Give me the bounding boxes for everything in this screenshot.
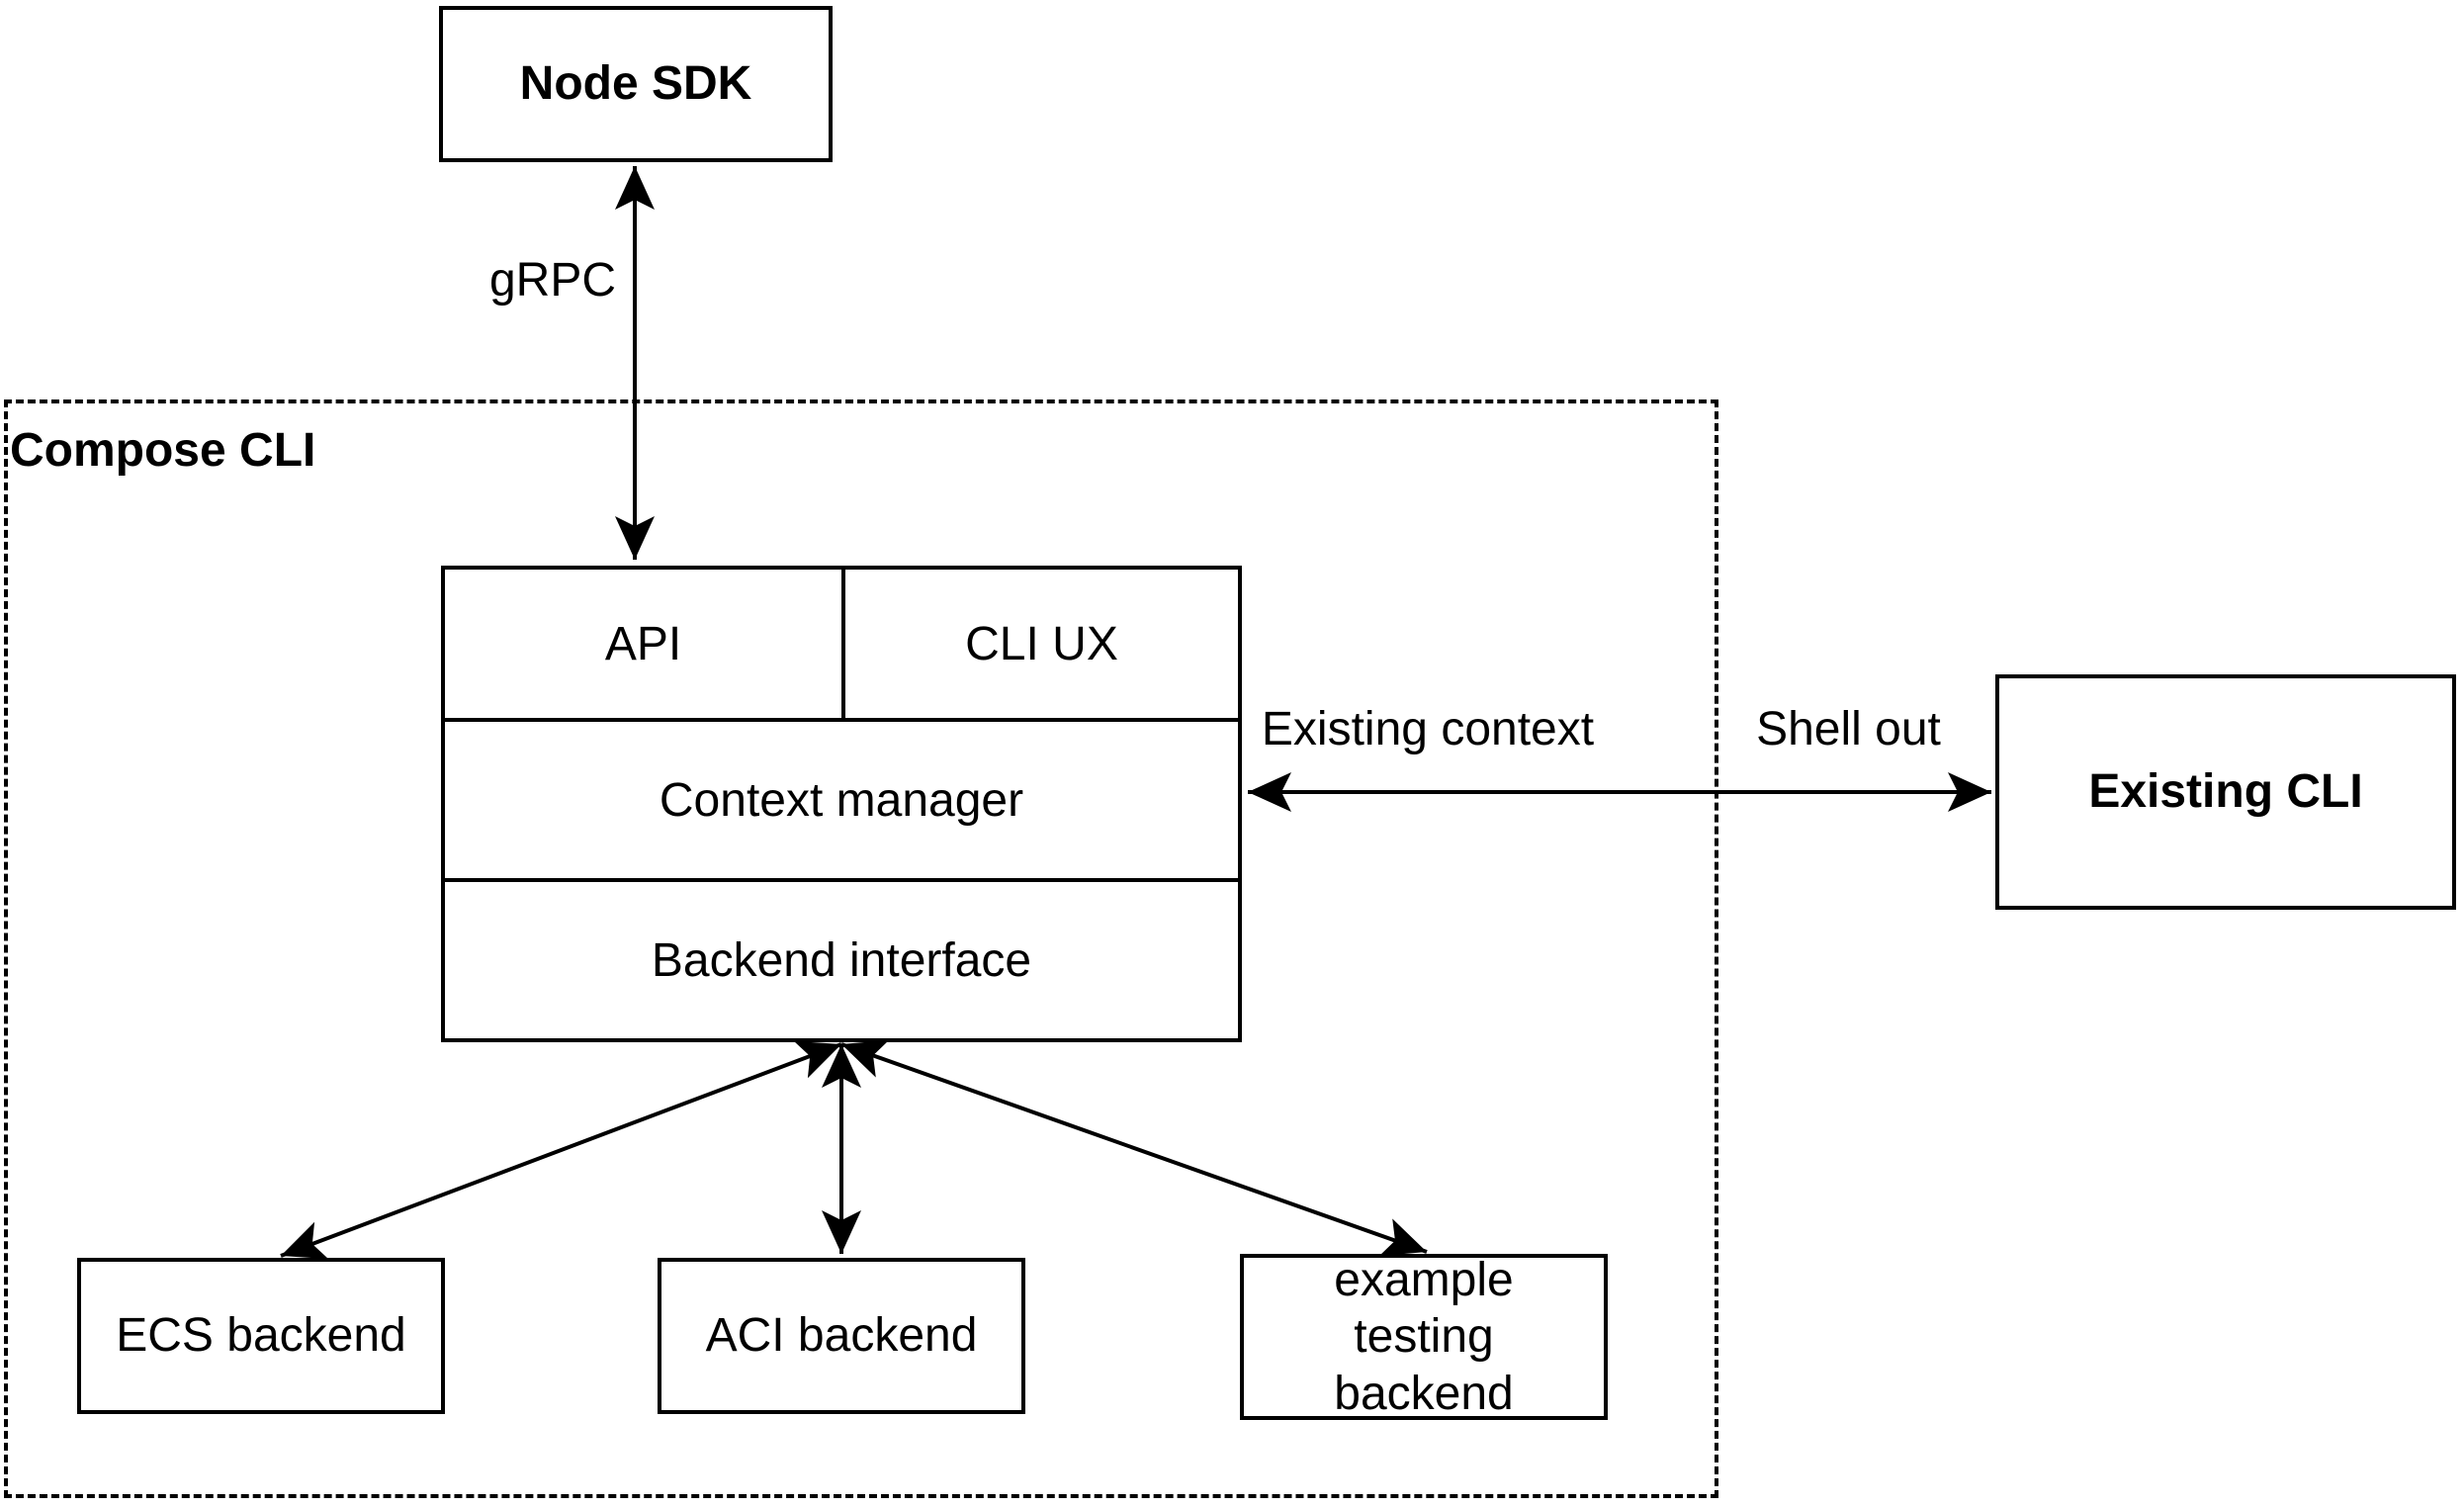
cli-ux-cell: CLI UX: [845, 570, 1238, 718]
node-sdk-label: Node SDK: [519, 57, 752, 111]
aci-backend-box: ACI backend: [658, 1258, 1025, 1414]
backend-interface-label: Backend interface: [651, 933, 1032, 987]
shell-out-edge-label: Shell out: [1756, 703, 1941, 755]
example-testing-backend-box: example testing backend: [1240, 1254, 1608, 1420]
api-label: API: [604, 617, 682, 670]
compose-cli-group-label: Compose CLI: [10, 424, 316, 477]
api-cell: API: [445, 570, 845, 718]
compose-cli-stack-box: API CLI UX Context manager Backend inter…: [441, 566, 1242, 1042]
existing-cli-label: Existing CLI: [2088, 765, 2363, 819]
ecs-backend-box: ECS backend: [77, 1258, 445, 1414]
cli-ux-label: CLI UX: [965, 617, 1118, 670]
stack-top-row: API CLI UX: [445, 570, 1238, 718]
existing-context-edge-label: Existing context: [1261, 703, 1595, 755]
compose-cli-group-border: [4, 399, 1718, 1498]
example-testing-backend-label: example testing backend: [1334, 1253, 1514, 1420]
node-sdk-box: Node SDK: [439, 6, 833, 162]
context-manager-cell: Context manager: [445, 718, 1238, 878]
aci-backend-label: ACI backend: [705, 1309, 978, 1363]
grpc-edge-label: gRPC: [488, 254, 616, 307]
existing-cli-box: Existing CLI: [1995, 674, 2456, 910]
ecs-backend-label: ECS backend: [116, 1309, 406, 1363]
backend-interface-cell: Backend interface: [445, 878, 1238, 1038]
context-manager-label: Context manager: [659, 773, 1024, 827]
